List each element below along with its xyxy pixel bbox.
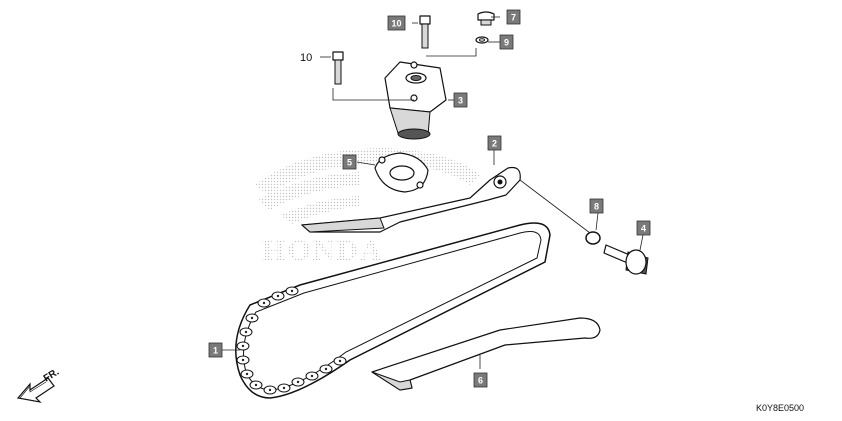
cam-chain-tensioner-slipper <box>300 166 521 233</box>
callout-6: 6 <box>473 372 488 388</box>
flange-bolt-left <box>332 51 344 85</box>
cam-chain-guide <box>371 317 601 391</box>
callout-4-label: 4 <box>641 224 646 234</box>
callout-3-label: 3 <box>458 96 463 106</box>
front-direction-indicator: FR. <box>16 367 61 403</box>
diagram-code: K0Y8E0500 <box>756 403 804 413</box>
honda-watermark-logo: HONDA <box>255 148 480 267</box>
flange-bolt-top <box>419 15 431 49</box>
callout-7: 7 <box>506 9 521 25</box>
callout-1-label: 1 <box>213 346 218 356</box>
callout-10-left-label: 10 <box>300 52 312 64</box>
tensioner-gasket <box>374 152 429 193</box>
callout-3: 3 <box>453 92 468 108</box>
leader-lines <box>222 16 644 369</box>
callout-10-left: 10 <box>300 52 312 64</box>
cam-chain <box>235 222 551 399</box>
tensioner-lifter <box>384 61 447 140</box>
callout-8: 8 <box>589 198 604 214</box>
callout-10-top-label: 10 <box>391 19 401 29</box>
callout-9-label: 9 <box>504 38 509 48</box>
callout-7-label: 7 <box>511 13 516 23</box>
o-ring-small <box>475 36 489 44</box>
callout-2-label: 2 <box>492 139 497 149</box>
callout-5-label: 5 <box>347 158 352 168</box>
callout-2: 2 <box>487 135 502 151</box>
callout-4: 4 <box>636 220 651 236</box>
callout-5: 5 <box>342 154 357 170</box>
callout-6-label: 6 <box>478 376 483 386</box>
callout-8-label: 8 <box>594 202 599 212</box>
chain-links <box>236 286 347 395</box>
slipper-pivot-bolt <box>603 244 649 275</box>
callout-10-top: 10 <box>387 15 406 31</box>
callout-9: 9 <box>499 34 514 50</box>
sealing-bolt <box>477 11 495 26</box>
callout-1: 1 <box>208 342 223 358</box>
o-ring-pivot <box>585 231 601 245</box>
honda-watermark-text: HONDA <box>262 234 384 267</box>
